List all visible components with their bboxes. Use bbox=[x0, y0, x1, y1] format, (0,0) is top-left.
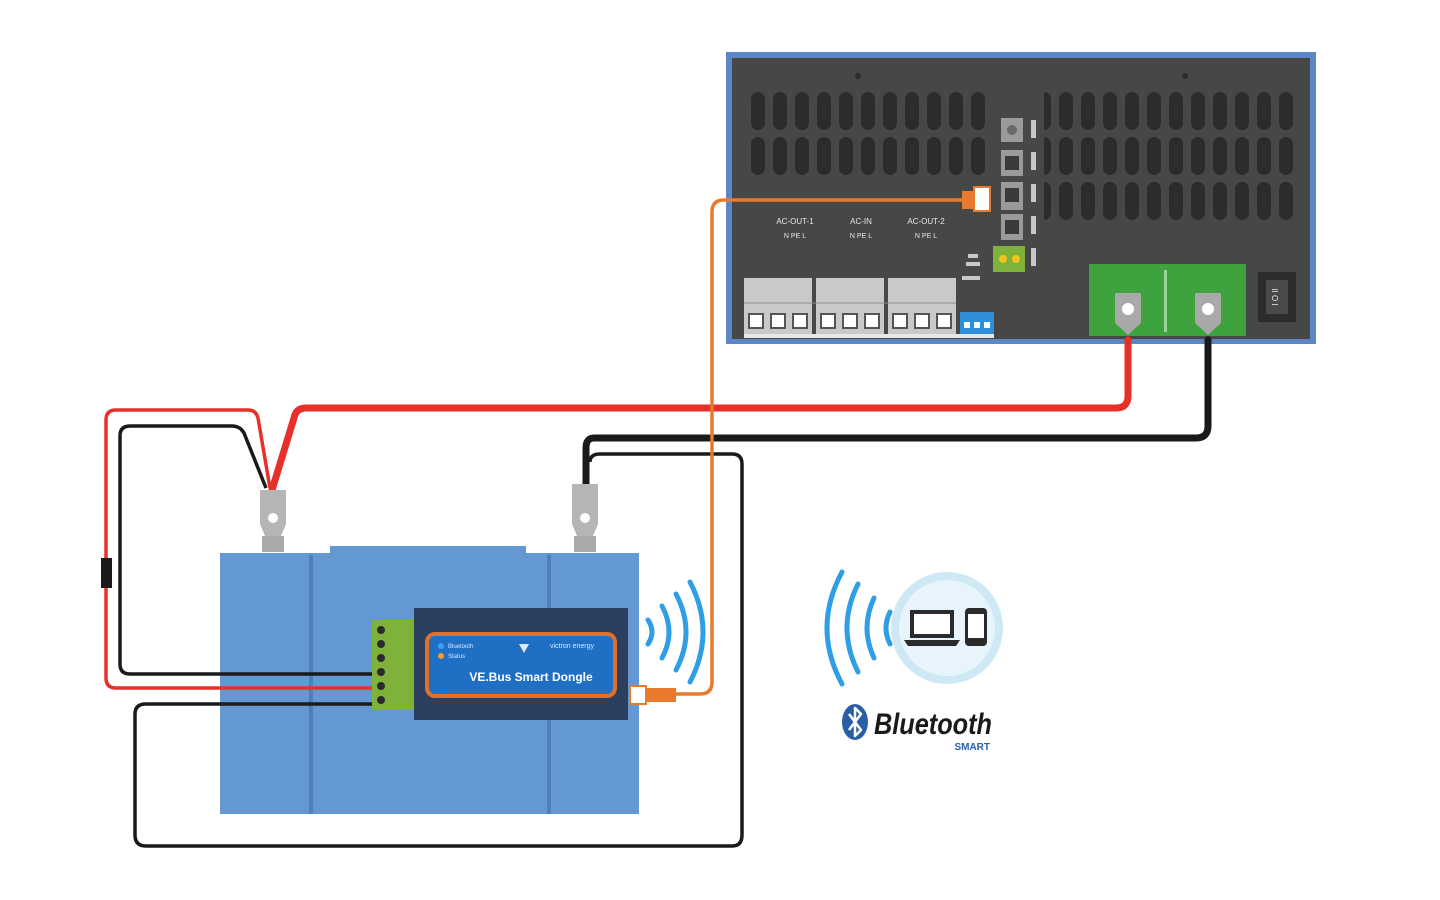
battery-post-positive bbox=[260, 490, 286, 552]
status-led-label: Status bbox=[448, 654, 465, 660]
rj45-plug-inverter bbox=[962, 186, 991, 212]
inverter-unit: AC-OUT-1 N PE L AC-IN N PE L AC-OUT-2 N … bbox=[726, 52, 1316, 344]
dongle-title: VE.Bus Smart Dongle bbox=[469, 670, 593, 684]
power-switch-label: I O II bbox=[1271, 288, 1280, 305]
green-terminal bbox=[993, 246, 1025, 272]
dongle-wireless-icon bbox=[645, 579, 706, 685]
sense-wire-black bbox=[118, 424, 376, 676]
terminal-label-ac-out-2: AC-OUT-2 bbox=[907, 217, 945, 226]
victron-logo-icon bbox=[519, 644, 529, 653]
battery-top-lip bbox=[330, 546, 526, 556]
terminal-pins-ac-in: N PE L bbox=[850, 233, 872, 240]
dc-terminal-block bbox=[1089, 264, 1246, 336]
battery-post-negative bbox=[572, 484, 598, 552]
inline-fuse bbox=[101, 558, 112, 588]
ve-bus-cable bbox=[676, 198, 966, 696]
vent-grille-right bbox=[1044, 92, 1298, 227]
power-switch[interactable]: I O II bbox=[1258, 272, 1296, 322]
ac-terminal-blocks bbox=[744, 278, 994, 338]
terminal-label-ac-in: AC-IN bbox=[850, 217, 872, 226]
terminal-pins-ac-out-1: N PE L bbox=[784, 233, 806, 240]
phone-icon bbox=[965, 608, 987, 646]
bluetooth-led-label: Bluetooth bbox=[448, 644, 473, 650]
bluetooth-smart-label: SMART bbox=[954, 742, 990, 753]
terminal-label-ac-out-1: AC-OUT-1 bbox=[776, 217, 814, 226]
bluetooth-smart-badge: Bluetooth SMART bbox=[824, 569, 1003, 753]
wireless-icon bbox=[824, 569, 893, 687]
bluetooth-led bbox=[438, 643, 444, 649]
sense-wire-negative bbox=[133, 452, 744, 848]
bluetooth-wordmark: Bluetooth bbox=[874, 708, 992, 741]
dongle-terminal-strip bbox=[372, 620, 414, 710]
ve-bus-port-panel bbox=[962, 118, 1036, 280]
terminal-pins-ac-out-2: N PE L bbox=[915, 233, 937, 240]
bluetooth-rune-icon bbox=[842, 704, 868, 740]
vent-grille-left bbox=[744, 92, 988, 182]
positive-cable bbox=[268, 336, 1132, 494]
laptop-icon bbox=[904, 610, 960, 646]
sense-wire-red bbox=[104, 408, 376, 690]
status-led bbox=[438, 653, 444, 659]
rj45-plug-dongle bbox=[629, 685, 676, 705]
ve-bus-smart-dongle: Bluetooth Status victron energy VE.Bus S… bbox=[372, 608, 628, 720]
negative-cable bbox=[582, 336, 1212, 494]
dongle-face bbox=[425, 632, 617, 698]
dongle-brand: victron energy bbox=[550, 643, 594, 650]
